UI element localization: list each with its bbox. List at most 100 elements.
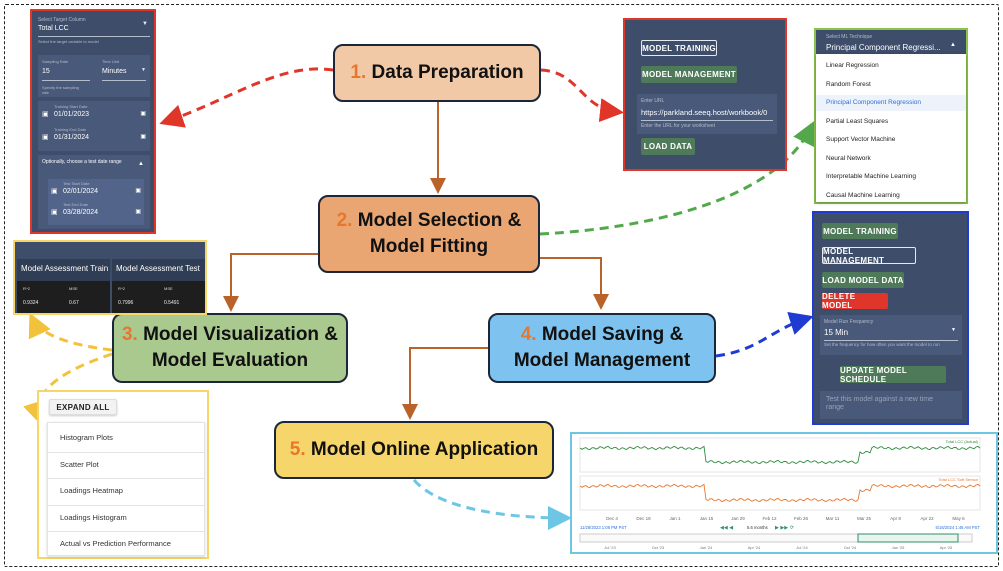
- step-label: Model Selection &: [357, 210, 522, 232]
- ml-option[interactable]: Causal Machine Learning: [826, 191, 900, 199]
- r2-label: R^2: [23, 286, 30, 291]
- chevron-down-icon: ▼: [142, 21, 148, 27]
- ml-value: Principal Component Regressi...: [826, 43, 941, 52]
- x-tick-label: Mar 11: [826, 516, 840, 521]
- ml-option[interactable]: Linear Regression: [826, 62, 879, 69]
- expand-list-item[interactable]: Actual vs Prediction Performance: [48, 531, 204, 555]
- calendar-icon: ▣: [51, 188, 58, 195]
- arrow-2-to-3: [223, 253, 318, 312]
- time-unit-label: Time Unit: [102, 59, 119, 64]
- navigator-tick-label: Apr '25: [940, 545, 953, 550]
- training-dates-card: Training Start Date ▣ 01/01/2023 ▣ Train…: [38, 101, 150, 151]
- step-label-line2: Model Fitting: [369, 236, 489, 257]
- ml-option[interactable]: Interpretable Machine Learning: [826, 173, 916, 180]
- x-tick-label: Jan 15: [700, 516, 714, 521]
- train-start-label: Training Start Date: [54, 104, 88, 109]
- ml-option[interactable]: Partial Least Squares: [826, 117, 889, 125]
- test-range-toggle[interactable]: Optionally, choose a test date range ▲: [42, 159, 146, 167]
- end-time: 5/16/2024 1:46 AM PST: [936, 525, 981, 530]
- x-tick-label: Feb 12: [762, 516, 777, 521]
- sampling-value: 15: [42, 68, 50, 75]
- test-r2-value: 0.7996: [118, 300, 134, 306]
- rewind-controls-icon: ◀◀ ◀: [720, 525, 733, 531]
- model-training-button[interactable]: MODEL TRAINING: [641, 40, 717, 56]
- calendar-icon: ▣: [42, 111, 49, 118]
- navigator-bar: [579, 533, 973, 543]
- series2-legend: Total LCC Soft Sensor: [938, 477, 978, 482]
- navigator-tick-label: Apr '24: [748, 545, 761, 550]
- test-start-value: 02/01/2024: [63, 188, 99, 195]
- time-unit-select[interactable]: Time Unit Minutes ▼: [102, 59, 146, 83]
- chevron-down-icon: ▼: [141, 67, 146, 73]
- run-frequency-select[interactable]: Model Run Frequency 15 Min ▼ Set the fre…: [820, 315, 962, 355]
- expand-list-item[interactable]: Histogram Plots: [60, 432, 113, 442]
- arrow-2-to-4: [540, 257, 609, 310]
- navigator-tick-label: Jan '24: [700, 545, 714, 550]
- sensor-series-line: [579, 483, 981, 503]
- train-start-field[interactable]: Training Start Date ▣ 01/01/2023 ▣: [42, 104, 146, 124]
- step-label: Data Preparation: [371, 62, 524, 84]
- ml-option[interactable]: Support Vector Machine: [826, 136, 896, 143]
- navigator-tick-label: Oct '24: [844, 545, 857, 550]
- assessment-test-table: R^2 MSE 0.7996 0.5491: [112, 281, 205, 313]
- expand-list-item[interactable]: Scatter Plot: [48, 451, 204, 476]
- arrow-4-to-5: [402, 347, 488, 420]
- step-label: Model Visualization &: [143, 324, 339, 346]
- test-time-range-field[interactable]: Test this model against a new time range: [820, 391, 962, 419]
- load-data-panel: MODEL TRAINING MODEL MANAGEMENT Enter UR…: [623, 18, 787, 171]
- step-number: 1.: [350, 62, 367, 84]
- actual-plot-area: [579, 437, 981, 473]
- model-management-button[interactable]: MODEL MANAGEMENT: [641, 66, 737, 83]
- x-tick-label: Jan 29: [731, 516, 745, 521]
- calendar-icon: ▣: [42, 134, 49, 141]
- load-data-button[interactable]: LOAD DATA: [641, 138, 695, 155]
- calendar-icon: ▣: [51, 209, 58, 216]
- step-label-line2: Model Evaluation: [151, 350, 309, 371]
- sensor-plot-area: [579, 475, 981, 511]
- delete-model-button[interactable]: DELETE MODEL: [822, 292, 888, 310]
- calendar-icon: ▣: [140, 111, 146, 117]
- navigator-tick-label: Jul '24: [796, 545, 808, 550]
- chevron-down-icon: ▼: [951, 327, 956, 333]
- step-5-model-online-application: 5. Model Online Application: [274, 421, 554, 479]
- target-hint: Select the target variable to model: [38, 39, 99, 44]
- step-1-data-preparation: 1. Data Preparation: [333, 44, 541, 102]
- target-column-select[interactable]: Select Target Column Total LCC ▼: [38, 15, 150, 37]
- dash-blue: [715, 311, 814, 358]
- freq-value: 15 Min: [824, 328, 849, 337]
- update-schedule-button[interactable]: UPDATE MODEL SCHEDULE: [840, 366, 946, 384]
- url-label: Enter URL: [641, 98, 665, 104]
- step-4-model-saving: 4. Model Saving &Model Management: [488, 313, 716, 383]
- step-number: 2.: [336, 210, 353, 232]
- test-end-value: 03/28/2024: [63, 209, 99, 216]
- ml-option[interactable]: Principal Component Regression: [816, 95, 966, 111]
- step-label: Model Online Application: [310, 439, 539, 461]
- expand-list-item[interactable]: Loadings Histogram: [48, 504, 204, 529]
- assessment-test-title: Model Assessment Test: [116, 264, 200, 273]
- forward-controls-icon: ▶ ▶▶ ⟳: [775, 525, 795, 531]
- step-2-model-selection: 2. Model Selection & Model Fitting: [318, 195, 540, 273]
- train-end-label: Training End Date: [54, 127, 87, 132]
- model-management-button[interactable]: MODEL MANAGEMENT: [822, 247, 916, 265]
- train-end-value: 01/31/2024: [54, 134, 90, 141]
- x-tick-label: May 6: [952, 516, 965, 521]
- dash-cyan: [412, 479, 572, 530]
- x-tick-label: Apr 8: [890, 516, 901, 521]
- url-value: https://parkland.seeq.host/workbook/0: [641, 108, 768, 117]
- model-management-panel: MODEL TRAINING MODEL MANAGEMENT LOAD MOD…: [812, 211, 969, 425]
- x-tick-label: Dec 4: [606, 516, 618, 521]
- test-end-field[interactable]: Test End Date ▣ 03/28/2024 ▣: [51, 202, 141, 222]
- sampling-rate-field[interactable]: Sampling Rate 15: [42, 59, 90, 83]
- ml-label: Select ML Technique: [826, 34, 873, 40]
- url-field[interactable]: Enter URL https://parkland.seeq.host/wor…: [637, 94, 777, 134]
- expand-list-item[interactable]: Loadings Heatmap: [48, 478, 204, 502]
- ml-option[interactable]: Neural Network: [826, 154, 871, 162]
- assessment-panel: Model Assessment Train R^2 MSE 0.9324 0.…: [13, 240, 207, 315]
- ml-option[interactable]: Random Forest: [826, 80, 871, 88]
- load-model-data-button[interactable]: LOAD MODEL DATA: [822, 272, 904, 288]
- expand-all-button[interactable]: EXPAND ALL: [49, 399, 117, 415]
- model-training-button[interactable]: MODEL TRAINING: [822, 223, 898, 239]
- train-end-field[interactable]: Training End Date ▣ 01/31/2024 ▣: [42, 127, 146, 147]
- test-start-field[interactable]: Test Start Date ▣ 02/01/2024 ▣: [51, 181, 141, 201]
- ml-select[interactable]: Select ML Technique Principal Component …: [816, 30, 966, 58]
